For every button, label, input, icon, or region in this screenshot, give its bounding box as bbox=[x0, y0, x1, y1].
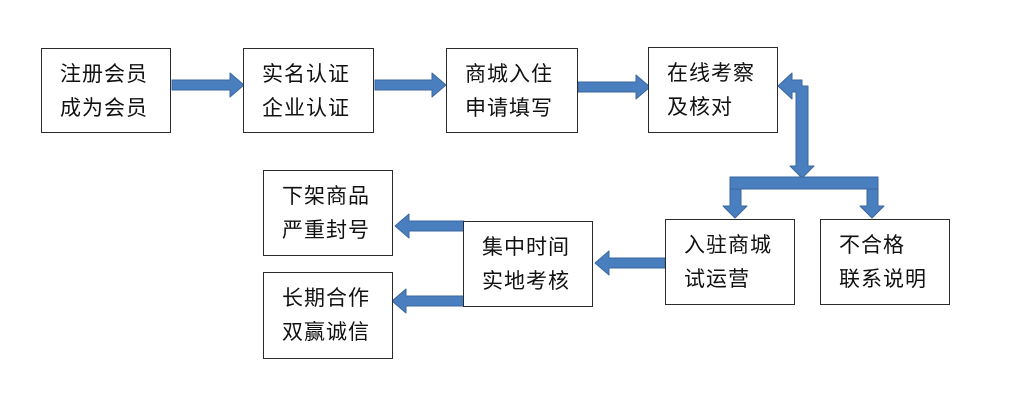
step-ban: 下架商品 严重封号 bbox=[263, 170, 393, 256]
step-inspect: 集中时间 实地考核 bbox=[463, 221, 593, 307]
step-apply: 商城入住 申请填写 bbox=[446, 48, 578, 133]
arrow-trial-to-inspect bbox=[594, 250, 666, 276]
step-reject-line2: 联系说明 bbox=[839, 267, 927, 291]
arrow-apply-to-review bbox=[577, 74, 651, 100]
step-inspect-line1: 集中时间 bbox=[482, 235, 570, 259]
step-partner-line1: 长期合作 bbox=[282, 286, 370, 310]
step-verify: 实名认证 企业认证 bbox=[243, 48, 374, 133]
step-register-line1: 注册会员 bbox=[60, 62, 148, 86]
step-register-line2: 成为会员 bbox=[60, 96, 148, 120]
step-apply-line2: 申请填写 bbox=[465, 96, 553, 120]
step-partner-line2: 双赢诚信 bbox=[282, 320, 370, 344]
arrow-split-to-trial bbox=[722, 188, 748, 219]
step-trial-line2: 试运营 bbox=[684, 267, 750, 291]
arrow-inspect-to-partner bbox=[391, 288, 465, 314]
arrow-review-to-split bbox=[777, 72, 815, 179]
step-verify-line2: 企业认证 bbox=[262, 96, 350, 120]
arrow-register-to-verify bbox=[171, 72, 245, 98]
step-register: 注册会员 成为会员 bbox=[41, 48, 171, 133]
step-verify-line1: 实名认证 bbox=[262, 62, 350, 86]
step-review: 在线考察 及核对 bbox=[648, 47, 778, 133]
step-trial: 入驻商城 试运营 bbox=[665, 219, 795, 305]
step-apply-line1: 商城入住 bbox=[465, 62, 553, 86]
step-trial-line1: 入驻商城 bbox=[684, 233, 772, 257]
arrow-inspect-to-ban bbox=[394, 213, 465, 239]
step-reject-line1: 不合格 bbox=[839, 233, 905, 257]
step-ban-line1: 下架商品 bbox=[282, 184, 370, 208]
step-review-line2: 及核对 bbox=[667, 95, 733, 119]
step-ban-line2: 严重封号 bbox=[282, 218, 370, 242]
arrow-verify-to-apply bbox=[374, 72, 447, 98]
step-inspect-line2: 实地考核 bbox=[482, 269, 570, 293]
step-reject: 不合格 联系说明 bbox=[820, 219, 950, 305]
arrow-split-to-reject bbox=[859, 188, 885, 219]
split-bar bbox=[729, 176, 879, 190]
step-partner: 长期合作 双赢诚信 bbox=[263, 272, 393, 359]
step-review-line1: 在线考察 bbox=[667, 61, 755, 85]
